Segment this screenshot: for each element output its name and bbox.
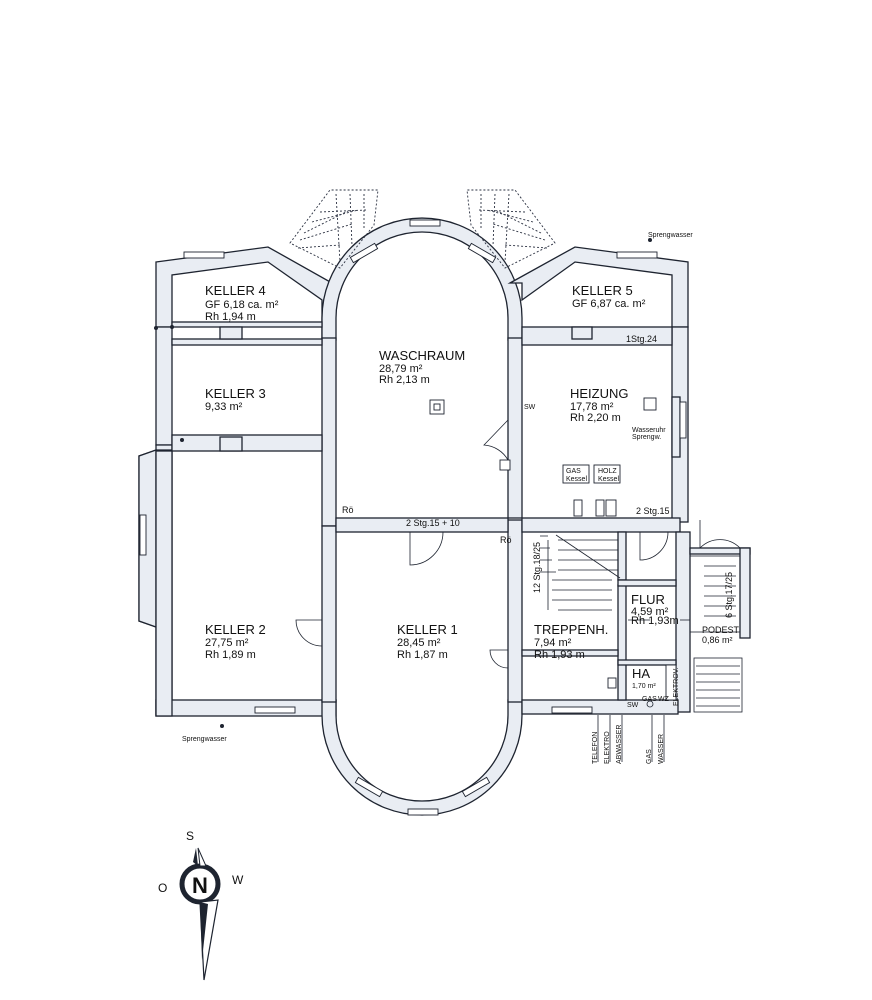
keller5-area: GF 6,87 ca. m² <box>572 298 646 310</box>
line-label-elektro: ELEKTRO <box>604 731 611 764</box>
heizung-height: Rh 2,20 m <box>570 412 621 424</box>
treppenhaus-height: Rh 1,93 m <box>534 649 585 661</box>
ha-name: HA <box>632 666 650 681</box>
stairs-treppenhaus <box>521 531 621 651</box>
flur-height: Rh 1,93m <box>631 615 679 627</box>
keller2-area: 27,75 m² <box>205 637 249 649</box>
waschraum-height: Rh 2,13 m <box>379 374 430 386</box>
line-label-telefon: TELEFON <box>592 732 599 764</box>
markers <box>154 238 652 728</box>
waschraum-area: 28,79 m² <box>379 363 423 375</box>
treppenhaus-area: 7,94 m² <box>534 637 572 649</box>
stg-15-label: 2 Stg.15 <box>636 506 670 516</box>
ha-room <box>607 664 677 708</box>
doors <box>295 419 741 669</box>
line-label-wasser: WASSER <box>658 734 665 764</box>
ro-1-label: Rö <box>342 505 354 515</box>
compass-rose: N S O W <box>158 829 244 981</box>
stg-24-label: 1Stg.24 <box>626 334 657 344</box>
ha-elektrov-label: ELEKTROV. <box>673 667 680 706</box>
treppenhaus-name: TREPPENH. <box>534 622 608 637</box>
keller4-name: KELLER 4 <box>205 283 266 298</box>
ha-gas-label: GAS <box>642 696 657 703</box>
utility-lines <box>597 715 665 762</box>
waschraum-name: WASCHRAUM <box>379 348 465 363</box>
sw-wasch-label: SW <box>524 404 536 411</box>
keller4-height: Rh 1,94 m <box>205 311 256 323</box>
line-label-abwasser: ABWASSER <box>616 725 623 764</box>
compass-s: S <box>186 829 194 843</box>
keller4-area: GF 6,18 ca. m² <box>205 299 279 311</box>
light-wells <box>289 189 556 269</box>
gas-kessel-label-1: GAS <box>566 468 581 475</box>
stg-15-10-label: 2 Stg.15 + 10 <box>406 518 460 528</box>
keller1-height: Rh 1,87 m <box>397 649 448 661</box>
heizung-area: 17,78 m² <box>570 401 614 413</box>
keller5-name: KELLER 5 <box>572 283 633 298</box>
wasseruhr-label-1: Wasseruhr <box>632 427 666 434</box>
keller1-area: 28,45 m² <box>397 637 441 649</box>
ha-wz-label: WZ <box>658 696 670 703</box>
sprengwasser-bottom-label: Sprengwasser <box>182 736 227 743</box>
stg-17-25-label: 6 Stg.17/25 <box>724 572 734 618</box>
podest-area: 0,86 m² <box>702 635 733 645</box>
keller3-area: 9,33 m² <box>205 401 243 413</box>
stairs-outside <box>689 547 751 713</box>
holz-kessel-label-1: HOLZ <box>598 468 617 475</box>
sw-ha-label: SW <box>627 702 639 709</box>
ha-area: 1,70 m² <box>632 683 656 690</box>
windows <box>139 219 687 816</box>
gas-kessel-label-2: Kessel <box>566 476 587 483</box>
flur-area: 4,59 m² <box>631 606 669 618</box>
compass-o: O <box>158 881 167 895</box>
holz-kessel-label-2: Kessel <box>598 476 619 483</box>
stg-18-25-label: 12 Stg.18/25 <box>532 542 542 593</box>
sprengwasser-top-label: Sprengwasser <box>648 232 693 239</box>
podest-name: PODEST <box>702 625 740 635</box>
line-label-gas: GAS <box>646 749 653 764</box>
keller2-height: Rh 1,89 m <box>205 649 256 661</box>
boilers <box>499 397 657 517</box>
ro-2-label: Rö <box>500 535 512 545</box>
wasseruhr-label-2: Sprengw. <box>632 434 661 441</box>
flur-name: FLUR <box>631 592 665 607</box>
keller1-name: KELLER 1 <box>397 622 458 637</box>
compass-w: W <box>232 873 244 887</box>
keller3-name: KELLER 3 <box>205 386 266 401</box>
heizung-name: HEIZUNG <box>570 386 629 401</box>
keller2-name: KELLER 2 <box>205 622 266 637</box>
compass-n: N <box>192 873 208 898</box>
